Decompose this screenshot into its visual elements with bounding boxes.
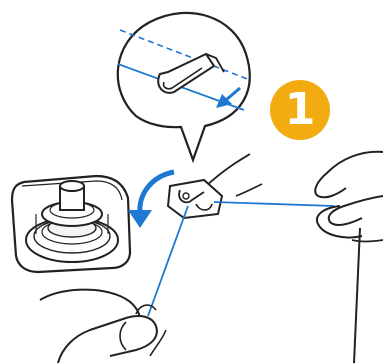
right-hand-icon <box>315 152 383 242</box>
magnifier-callout <box>118 13 250 160</box>
thread <box>148 202 334 316</box>
step-number: 1 <box>285 88 316 132</box>
bobbin-winder-icon <box>12 176 130 272</box>
thread-guide <box>168 180 222 218</box>
rotation-arrow-icon <box>128 172 174 228</box>
left-hand-icon <box>40 290 166 363</box>
step-number-badge: 1 <box>270 80 330 140</box>
